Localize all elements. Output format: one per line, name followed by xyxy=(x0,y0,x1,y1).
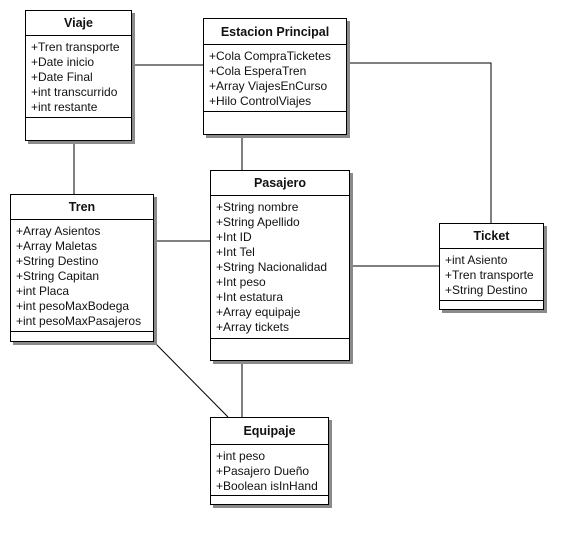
class-name: Viaje xyxy=(26,11,131,36)
attribute: +Int estatura xyxy=(216,290,284,304)
class-attributes: +Array Asientos +Array Maletas +String D… xyxy=(11,220,153,332)
attribute: +String Destino xyxy=(445,283,528,297)
association-tren-equipaje xyxy=(153,341,229,418)
attribute: +Array tickets xyxy=(216,320,290,334)
class-name: Estacion Principal xyxy=(204,19,346,45)
attribute: +Int ID xyxy=(216,230,252,244)
attribute: +Pasajero Dueño xyxy=(216,464,310,478)
attribute: +Date Final xyxy=(31,70,93,84)
class-equipaje[interactable]: Equipaje +int peso +Pasajero Dueño +Bool… xyxy=(210,417,329,505)
class-estacion-principal[interactable]: Estacion Principal +Cola CompraTicketes … xyxy=(203,18,347,135)
attribute: +Int peso xyxy=(216,275,266,289)
attribute: +String Nacionalidad xyxy=(216,260,328,274)
attribute: +Hilo ControlViajes xyxy=(209,94,312,108)
attribute: +int pesoMaxPasajeros xyxy=(16,314,142,328)
attribute: +Boolean isInHand xyxy=(216,479,318,493)
class-name: Pasajero xyxy=(211,171,349,196)
attribute: +Date inicio xyxy=(31,55,95,69)
class-name: Ticket xyxy=(440,224,543,249)
attribute: +String Apellido xyxy=(216,215,300,229)
attribute: +int pesoMaxBodega xyxy=(16,299,130,313)
attribute: +int restante xyxy=(31,100,98,114)
attribute: +int Placa xyxy=(16,284,70,298)
attribute: +Int Tel xyxy=(216,245,255,259)
class-name: Tren xyxy=(11,195,153,220)
attribute: +Tren transporte xyxy=(445,268,534,282)
association-estacion-ticket xyxy=(347,62,492,223)
attribute: +int transcurrido xyxy=(31,85,118,99)
attribute: +String Destino xyxy=(16,254,99,268)
attribute: +int Asiento xyxy=(445,253,508,267)
class-ticket[interactable]: Ticket +int Asiento +Tren transporte +St… xyxy=(439,223,544,310)
class-viaje[interactable]: Viaje +Tren transporte +Date inicio +Dat… xyxy=(25,10,132,141)
class-attributes: +Tren transporte +Date inicio +Date Fina… xyxy=(26,36,131,118)
class-attributes: +int Asiento +Tren transporte +String De… xyxy=(440,249,543,301)
attribute: +String Capitan xyxy=(16,269,100,283)
attribute: +int peso xyxy=(216,449,266,463)
class-attributes: +String nombre +String Apellido +Int ID … xyxy=(211,196,349,339)
class-attributes: +int peso +Pasajero Dueño +Boolean isInH… xyxy=(211,445,328,496)
class-pasajero[interactable]: Pasajero +String nombre +String Apellido… xyxy=(210,170,350,361)
attribute: +Cola CompraTicketes xyxy=(209,49,331,63)
attribute: +Tren transporte xyxy=(31,40,120,54)
attribute: +String nombre xyxy=(216,200,299,214)
attribute: +Array ViajesEnCurso xyxy=(209,79,328,93)
attribute: +Cola EsperaTren xyxy=(209,64,307,78)
attribute: +Array Asientos xyxy=(16,224,101,238)
attribute: +Array equipaje xyxy=(216,305,301,319)
class-tren[interactable]: Tren +Array Asientos +Array Maletas +Str… xyxy=(10,194,154,342)
class-attributes: +Cola CompraTicketes +Cola EsperaTren +A… xyxy=(204,45,346,112)
attribute: +Array Maletas xyxy=(16,239,98,253)
class-name: Equipaje xyxy=(211,418,328,445)
